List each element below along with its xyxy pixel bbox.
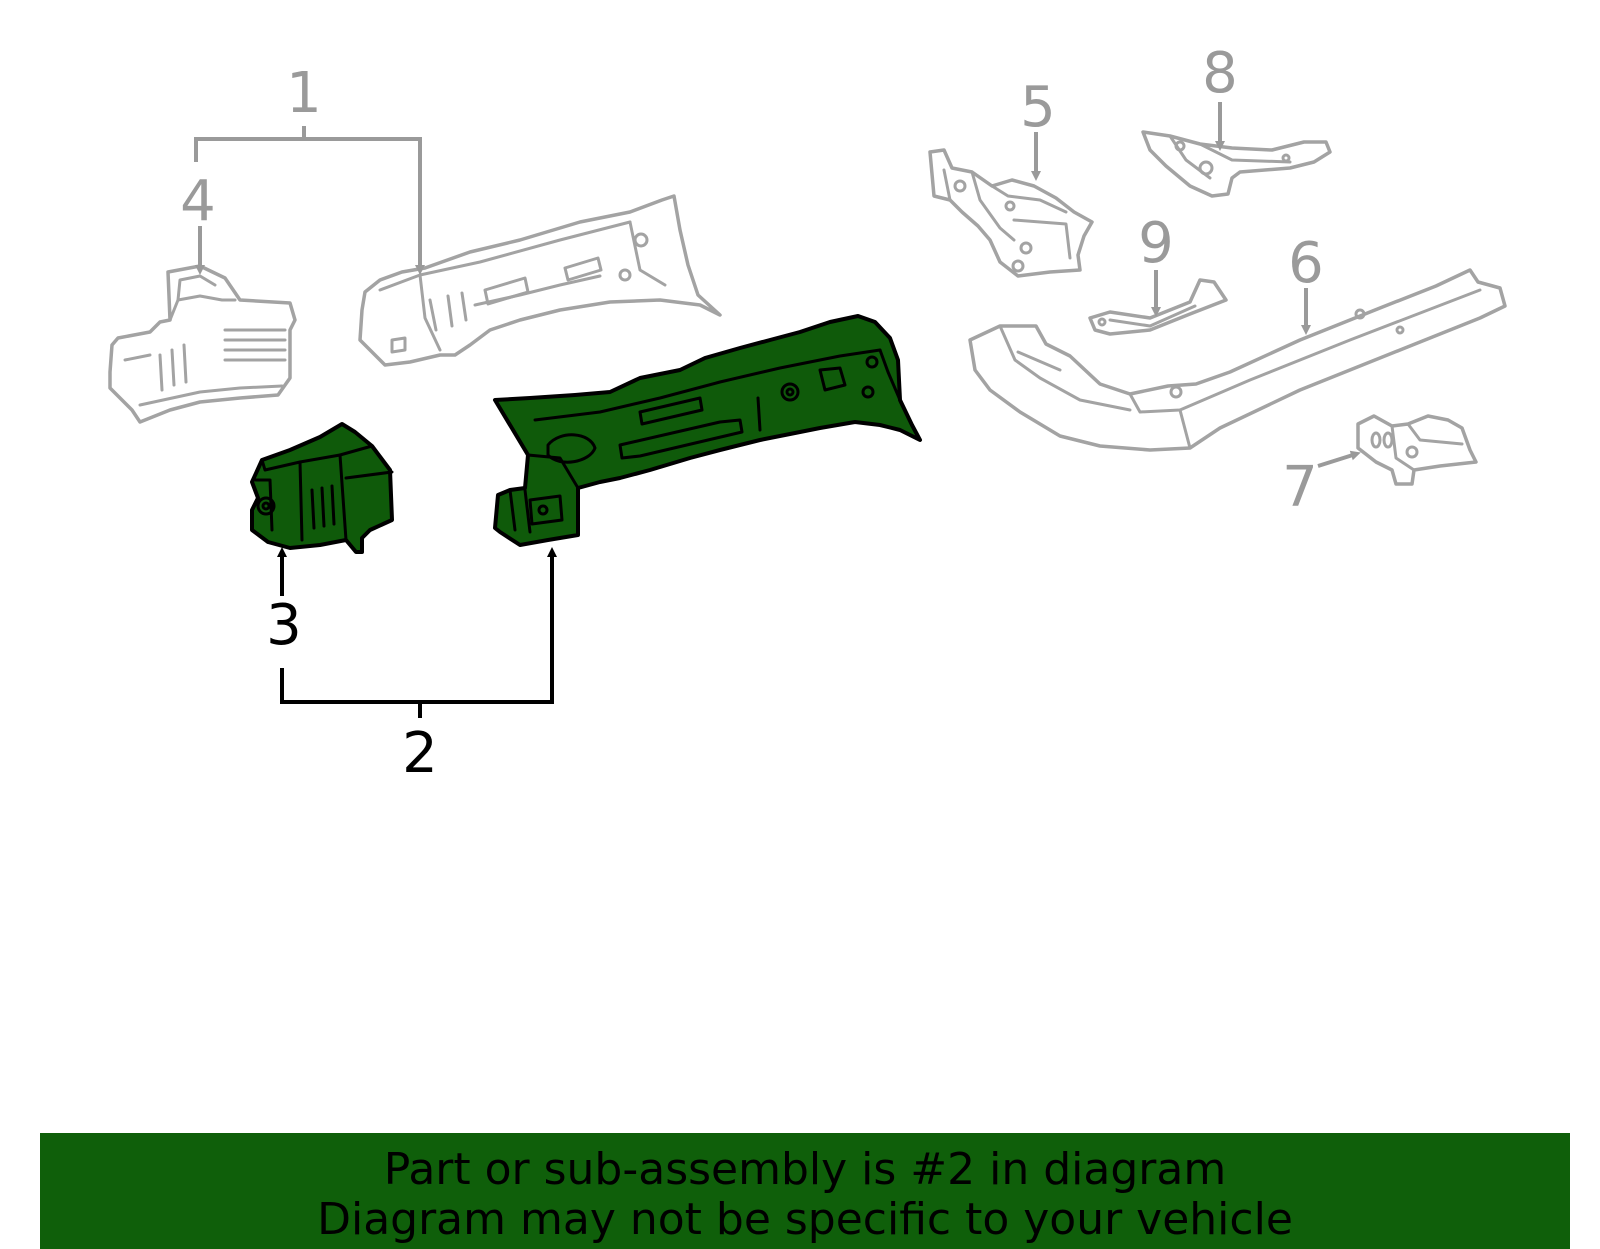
part-1-upper-apron[interactable] — [358, 194, 722, 367]
callout-2: 2 — [402, 721, 438, 786]
callout-4: 4 — [180, 169, 216, 234]
callout-1: 1 — [286, 61, 322, 126]
callout-6: 6 — [1288, 231, 1324, 296]
banner-line-2: Diagram may not be specific to your vehi… — [317, 1194, 1293, 1245]
part-4-rear-bracket[interactable] — [108, 264, 297, 424]
callout-9: 9 — [1138, 211, 1174, 276]
info-banner: Part or sub-assembly is #2 in diagram Di… — [40, 1133, 1570, 1249]
callout-3: 3 — [266, 593, 302, 658]
part-8-brace[interactable] — [1141, 130, 1332, 198]
part-9-plate[interactable] — [1088, 278, 1228, 336]
part-7-bracket[interactable] — [1356, 414, 1478, 486]
banner-line-1: Part or sub-assembly is #2 in diagram — [383, 1144, 1227, 1195]
callout-7: 7 — [1282, 455, 1318, 520]
callout-8: 8 — [1202, 41, 1238, 106]
part-6-lower-rail[interactable] — [968, 268, 1507, 452]
callout-5: 5 — [1020, 75, 1056, 140]
leader-lines — [194, 102, 1361, 718]
part-5-bracket[interactable] — [928, 148, 1094, 278]
part-3-bracket[interactable] — [250, 422, 394, 554]
part-2-front-side-member[interactable] — [493, 314, 922, 547]
